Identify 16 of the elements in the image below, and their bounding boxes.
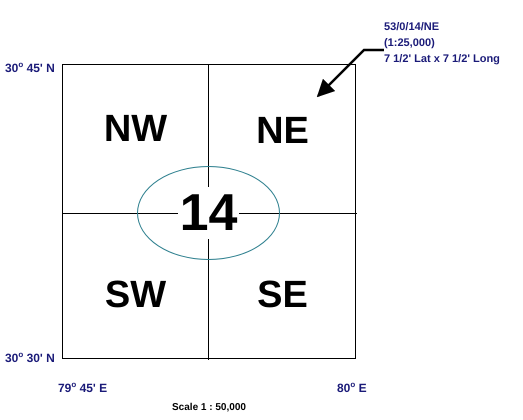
scale-label: Scale 1 : 50,000 (172, 402, 246, 414)
quadrant-label: SE (257, 276, 308, 314)
sheet-number: 14 (178, 187, 240, 239)
callout-text: 53/0/14/NE (384, 20, 440, 35)
callout-text: (1:25,000) (384, 36, 436, 51)
map-sheet (62, 64, 356, 359)
longitude-label: 79$^{o}$ 45' E (58, 380, 108, 396)
latitude-label: 30$^{o}$ 30' N (5, 350, 55, 366)
arrow (316, 48, 384, 98)
quadrant-label: SW (104, 276, 166, 314)
longitude-label: 80$^{o}$ E (337, 380, 367, 396)
callout-text: 7 1/2' Lat x 7 1/2' Long (384, 52, 501, 67)
latitude-label: 30$^{o}$ 45' N (5, 60, 55, 76)
quadrant-label: NW (104, 110, 168, 148)
quadrant-label: NE (256, 112, 309, 150)
index-ellipse (137, 166, 280, 260)
